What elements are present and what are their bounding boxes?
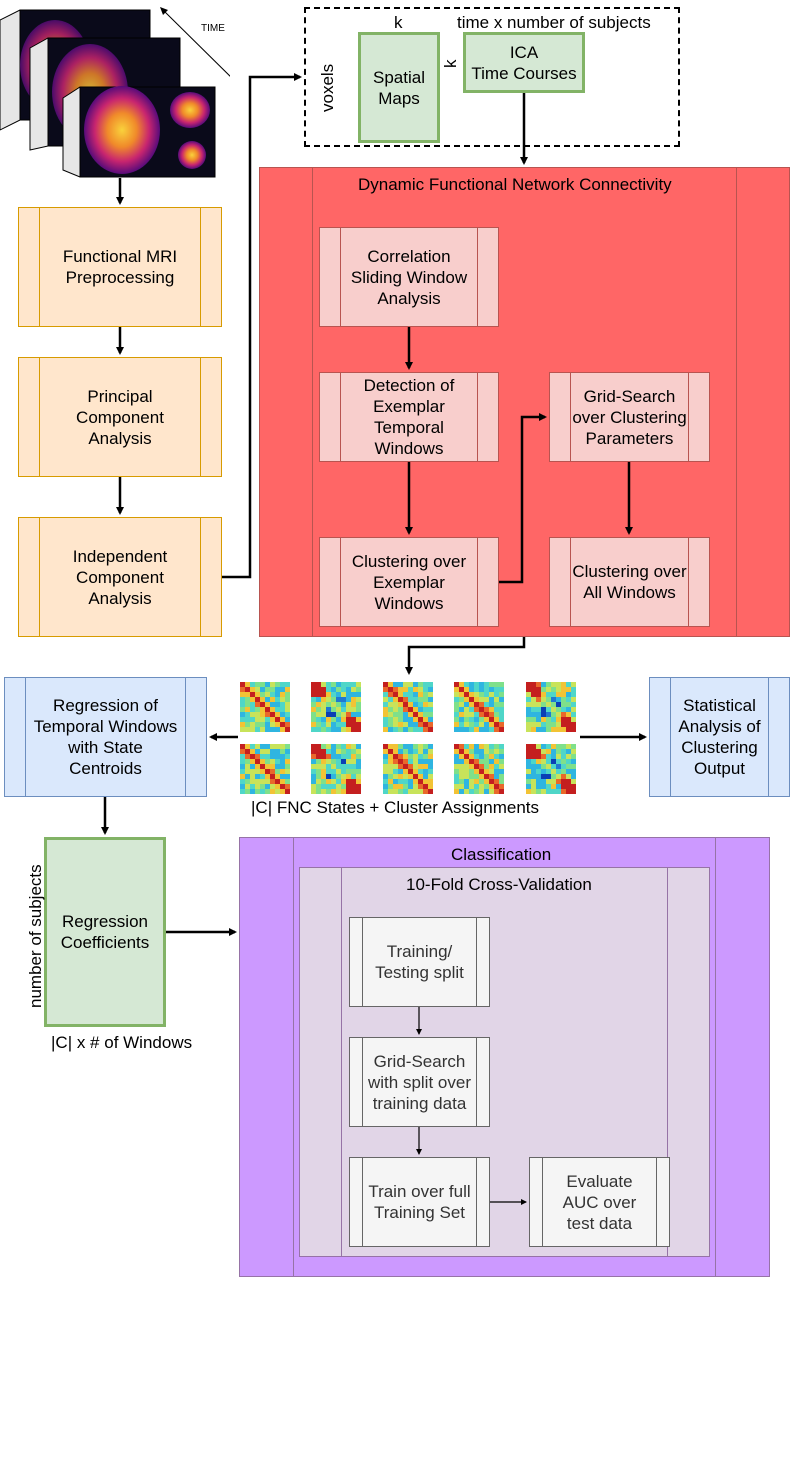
clustering-exemplar-step: Clustering over Exemplar Windows — [319, 537, 499, 627]
evaluate-auc-label: Evaluate AUC over test data — [562, 1171, 637, 1233]
time-label: TIME — [201, 23, 225, 34]
arrow-dfnc-to-states — [405, 637, 526, 675]
fmri-stack-graphic — [0, 7, 241, 178]
dfnc-title: Dynamic Functional Network Connectivity — [358, 175, 672, 194]
correlation-sliding-window-step: Correlation Sliding Window Analysis — [319, 227, 499, 327]
dfnc-right-bar — [736, 168, 737, 636]
cross-validation-title: 10-Fold Cross-Validation — [406, 875, 592, 894]
cv-left-bar — [341, 868, 342, 1256]
fnc-matrix-thumbnail — [526, 744, 576, 794]
ica-time-courses-block: ICA Time Courses — [463, 32, 585, 93]
regression-windows-step: Regression of Temporal Windows with Stat… — [4, 677, 207, 797]
cv-right-bar — [667, 868, 668, 1256]
pca-step: Principal Component Analysis — [18, 357, 222, 477]
ica-step: Independent Component Analysis — [18, 517, 222, 637]
fmri-preprocessing-step: Functional MRI Preprocessing — [18, 207, 222, 327]
statistical-analysis-step: Statistical Analysis of Clustering Outpu… — [649, 677, 790, 797]
fmri-volume-stack — [0, 0, 241, 180]
ica-output-container — [304, 7, 680, 147]
fnc-matrix-thumbnail — [240, 682, 290, 732]
fnc-matrix-thumbnail — [454, 682, 504, 732]
exemplar-detection-step: Detection of Exemplar Temporal Windows — [319, 372, 499, 462]
fnc-matrix-thumbnail — [526, 682, 576, 732]
train-full-step: Train over full Training Set — [349, 1157, 490, 1247]
k-top-label: k — [394, 13, 403, 32]
grid-search-clustering-label: Grid-Search over Clustering Parameters — [572, 386, 687, 448]
time-subjects-label: time x number of subjects — [457, 13, 651, 32]
fnc-matrix-thumbnail — [383, 682, 433, 732]
grid-search-split-label: Grid-Search with split over training dat… — [368, 1051, 471, 1113]
classification-title: Classification — [451, 845, 552, 864]
classification-right-bar — [715, 838, 716, 1276]
arrow-ica-to-output — [222, 73, 302, 579]
fnc-matrix-thumbnail — [383, 744, 433, 794]
fnc-matrix-graphics — [240, 682, 576, 794]
grid-search-split-step: Grid-Search with split over training dat… — [349, 1037, 490, 1127]
spatial-maps-block: Spatial Maps — [358, 32, 440, 143]
train-test-split-label: Training/ Testing split — [375, 942, 464, 982]
regression-coefficients-block: Regression Coefficients — [44, 837, 166, 1027]
exemplar-detection-label: Detection of Exemplar Temporal Windows — [363, 376, 455, 458]
pca-label: Principal Component Analysis — [76, 386, 164, 448]
clustering-all-step: Clustering over All Windows — [549, 537, 710, 627]
train-test-split-step: Training/ Testing split — [349, 917, 490, 1007]
train-full-label: Train over full Training Set — [368, 1182, 471, 1222]
regression-windows-label: Regression of Temporal Windows with Stat… — [33, 696, 178, 778]
arrow-clustering-to-gridsearch — [499, 413, 547, 584]
evaluate-auc-step: Evaluate AUC over test data — [529, 1157, 670, 1247]
fmri-preprocessing-label: Functional MRI Preprocessing — [62, 247, 178, 287]
clustering-all-label: Clustering over All Windows — [572, 562, 687, 602]
fnc-matrix-thumbnail — [240, 744, 290, 794]
fnc-matrix-thumbnail — [311, 682, 361, 732]
statistical-analysis-label: Statistical Analysis of Clustering Outpu… — [678, 696, 761, 778]
fnc-state-matrices — [238, 680, 580, 798]
fnc-matrix-thumbnail — [311, 744, 361, 794]
ica-label: Independent Component Analysis — [72, 546, 168, 608]
windows-axis-label: |C| x # of Windows — [51, 1033, 193, 1052]
grid-search-clustering-step: Grid-Search over Clustering Parameters — [549, 372, 710, 462]
correlation-label: Correlation Sliding Window Analysis — [350, 246, 468, 308]
fnc-states-caption: |C| FNC States + Cluster Assignments — [251, 798, 540, 817]
classification-left-bar — [293, 838, 294, 1276]
fnc-matrix-thumbnail — [454, 744, 504, 794]
dfnc-left-bar — [312, 168, 313, 636]
clustering-exemplar-label: Clustering over Exemplar Windows — [351, 551, 467, 613]
